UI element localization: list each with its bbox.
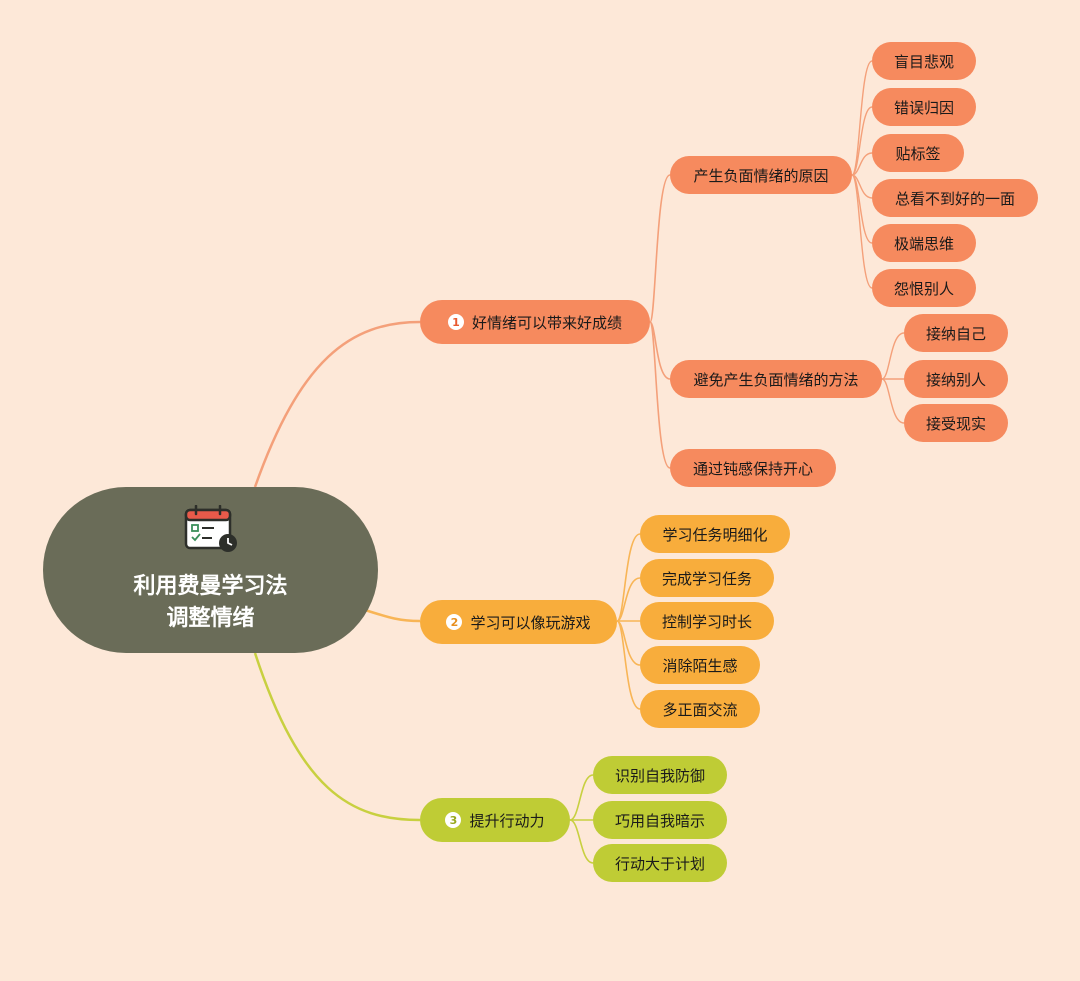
- leaf-action-over-plan[interactable]: 行动大于计划: [593, 844, 727, 882]
- root-title-line-2: 调整情绪: [166, 606, 255, 631]
- leaf-label: 怨恨别人: [893, 279, 954, 298]
- leaf-label: 控制学习时长: [661, 612, 752, 631]
- leaf-resent-others[interactable]: 怨恨别人: [872, 269, 976, 307]
- leaf-complete-study-tasks[interactable]: 完成学习任务: [640, 559, 774, 597]
- leaf-extreme-thinking[interactable]: 极端思维: [872, 224, 976, 262]
- leaf-label: 贴标签: [895, 144, 941, 163]
- leaf-detail-study-tasks[interactable]: 学习任务明细化: [640, 515, 790, 553]
- link-cause-leaf-2: [851, 106, 873, 176]
- branch-1-good-mood[interactable]: 1 好情绪可以带来好成绩: [420, 300, 650, 344]
- leaf-label: 巧用自我暗示: [614, 811, 705, 830]
- link-b1-cause: [649, 174, 671, 323]
- link-root-branch-1: [253, 320, 421, 488]
- branch-number-badge: 1: [447, 314, 464, 330]
- leaf-label: 盲目悲观: [893, 52, 954, 71]
- leaf-label: 多正面交流: [662, 700, 738, 719]
- leaf-label: 总看不到好的一面: [894, 189, 1015, 208]
- leaf-labeling[interactable]: 贴标签: [872, 134, 964, 172]
- leaf-accept-others[interactable]: 接纳别人: [904, 360, 1008, 398]
- link-b3-leaf-1: [569, 774, 594, 821]
- leaf-label: 错误归因: [893, 98, 954, 117]
- branch-2-study-like-game[interactable]: 2 学习可以像玩游戏: [420, 600, 617, 644]
- branch-number-badge: 3: [445, 812, 462, 828]
- leaf-label: 学习任务明细化: [662, 525, 768, 544]
- topic-avoid-negative-emotion-methods[interactable]: 避免产生负面情绪的方法: [670, 360, 882, 398]
- link-b3-leaf-3: [569, 819, 594, 864]
- branch-label: 好情绪可以带来好成绩: [471, 313, 622, 332]
- leaf-accept-reality[interactable]: 接受现实: [904, 404, 1008, 442]
- link-method-leaf-3: [881, 378, 905, 424]
- root-title-line-1: 利用费曼学习法: [133, 574, 288, 599]
- leaf-wrong-attribution[interactable]: 错误归因: [872, 88, 976, 126]
- leaf-label: 接纳自己: [925, 324, 986, 343]
- leaf-label: 消除陌生感: [662, 656, 738, 675]
- link-cause-leaf-3: [851, 152, 873, 176]
- leaf-accept-self[interactable]: 接纳自己: [904, 314, 1008, 352]
- link-root-branch-2: [364, 608, 421, 623]
- branch-label: 提升行动力: [469, 811, 545, 830]
- leaf-remove-unfamiliarity[interactable]: 消除陌生感: [640, 646, 760, 684]
- topic-label: 避免产生负面情绪的方法: [693, 370, 859, 389]
- topic-label: 通过钝感保持开心: [692, 459, 813, 478]
- leaf-control-study-duration[interactable]: 控制学习时长: [640, 602, 774, 640]
- branch-number-badge: 2: [446, 614, 463, 630]
- link-b2-leaf-1: [616, 533, 641, 622]
- branch-3-boost-action[interactable]: 3 提升行动力: [420, 798, 570, 842]
- leaf-label: 识别自我防御: [614, 766, 705, 785]
- root-topic[interactable]: 利用费曼学习法 调整情绪: [43, 487, 378, 653]
- leaf-label: 行动大于计划: [614, 854, 705, 873]
- link-b2-leaf-5: [616, 620, 641, 710]
- leaf-label: 接受现实: [925, 414, 986, 433]
- branch-label: 学习可以像玩游戏: [470, 613, 591, 632]
- topic-stay-happy-insensitivity[interactable]: 通过钝感保持开心: [670, 449, 836, 487]
- link-method-leaf-1: [881, 332, 905, 380]
- link-cause-leaf-1: [851, 60, 873, 176]
- leaf-blind-pessimism[interactable]: 盲目悲观: [872, 42, 976, 80]
- link-cause-leaf-6: [851, 174, 873, 289]
- topic-label: 产生负面情绪的原因: [693, 166, 829, 185]
- link-b1-blunt: [649, 321, 671, 469]
- link-b2-leaf-2: [616, 577, 641, 622]
- link-root-branch-3: [253, 652, 421, 822]
- leaf-label: 完成学习任务: [661, 569, 752, 588]
- leaf-label: 极端思维: [893, 234, 954, 253]
- topic-negative-emotion-causes[interactable]: 产生负面情绪的原因: [670, 156, 852, 194]
- leaf-identify-self-defense[interactable]: 识别自我防御: [593, 756, 727, 794]
- leaf-more-positive-communication[interactable]: 多正面交流: [640, 690, 760, 728]
- leaf-use-self-suggestion[interactable]: 巧用自我暗示: [593, 801, 727, 839]
- leaf-label: 接纳别人: [925, 370, 986, 389]
- calendar-checklist-icon: [184, 504, 238, 557]
- leaf-never-see-bright-side[interactable]: 总看不到好的一面: [872, 179, 1038, 217]
